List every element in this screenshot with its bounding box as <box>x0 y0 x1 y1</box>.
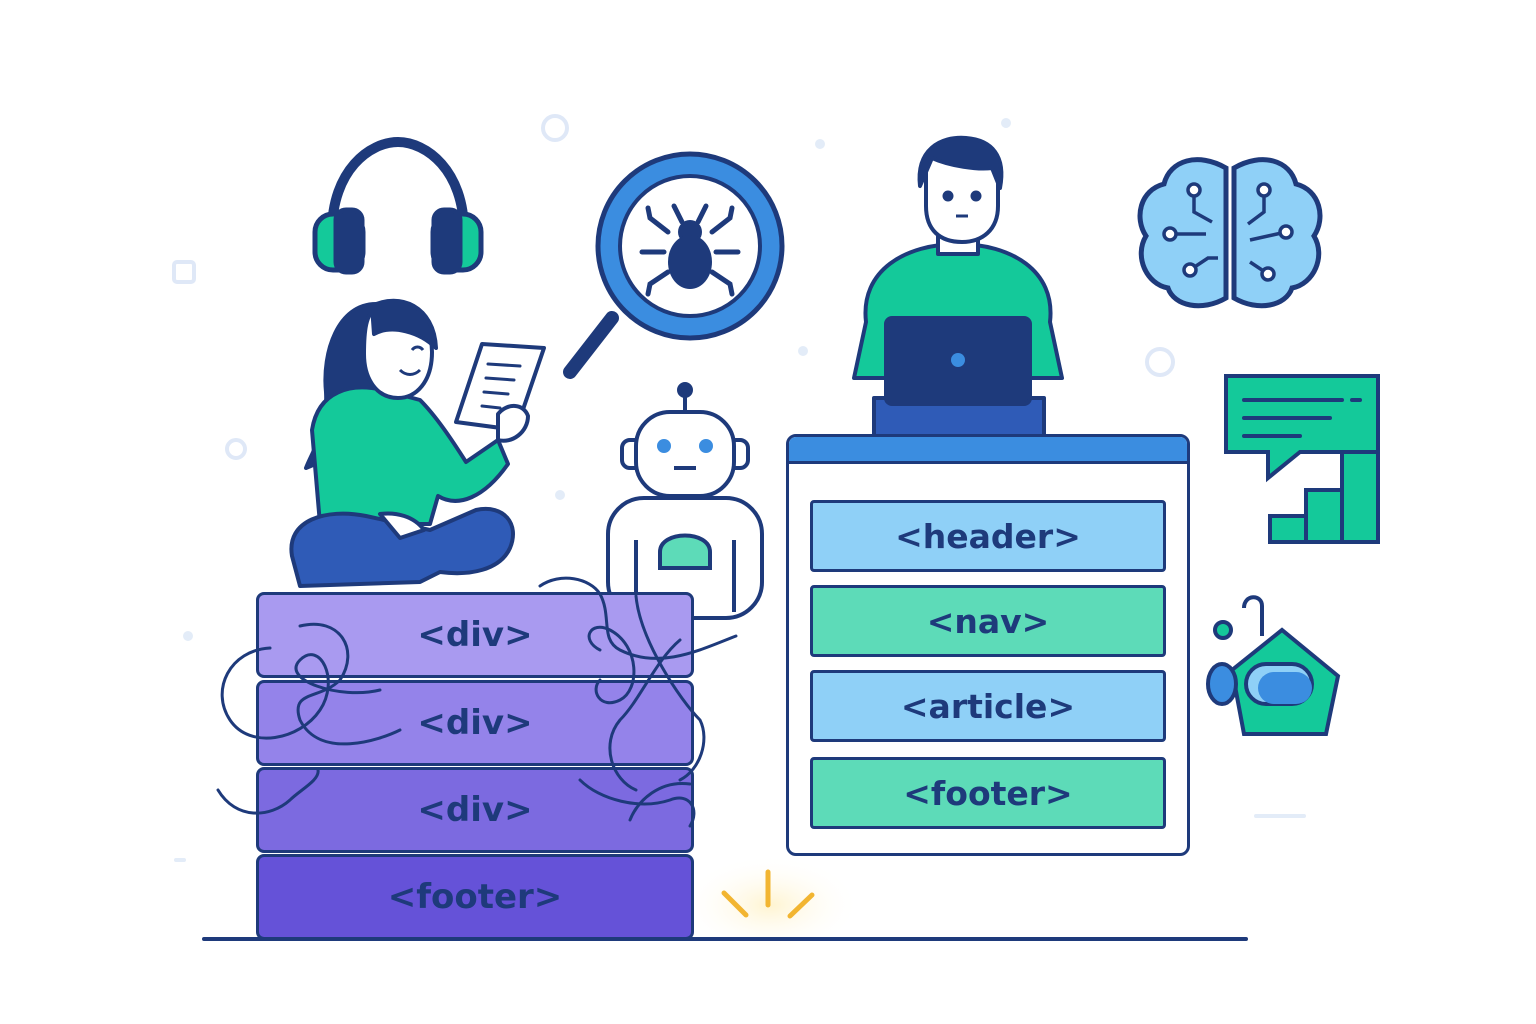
decorative-specks <box>174 118 1306 862</box>
div-block: <div> <box>256 592 694 678</box>
woman-reading-figure <box>289 298 546 588</box>
robot-vacuum-icon <box>1206 595 1341 736</box>
semantic-header-block: <header> <box>810 500 1166 572</box>
semantic-footer-block: <footer> <box>810 757 1166 829</box>
semantic-article-block: <article> <box>810 670 1166 742</box>
man-laptop-figure <box>852 135 1064 502</box>
bug-magnifier-icon <box>563 151 785 379</box>
robot-icon <box>606 382 764 620</box>
spark-icon <box>721 869 815 919</box>
brain-icon <box>1137 157 1323 309</box>
div-block: <div> <box>256 680 694 766</box>
chat-chart-icon <box>1224 374 1380 544</box>
semantic-nav-block: <nav> <box>810 585 1166 657</box>
div-block: <div> <box>256 767 694 853</box>
window-titlebar <box>789 437 1187 464</box>
headphones-icon <box>312 136 484 275</box>
decorative-dots <box>172 114 1175 460</box>
div-footer-block: <footer> <box>256 854 694 940</box>
